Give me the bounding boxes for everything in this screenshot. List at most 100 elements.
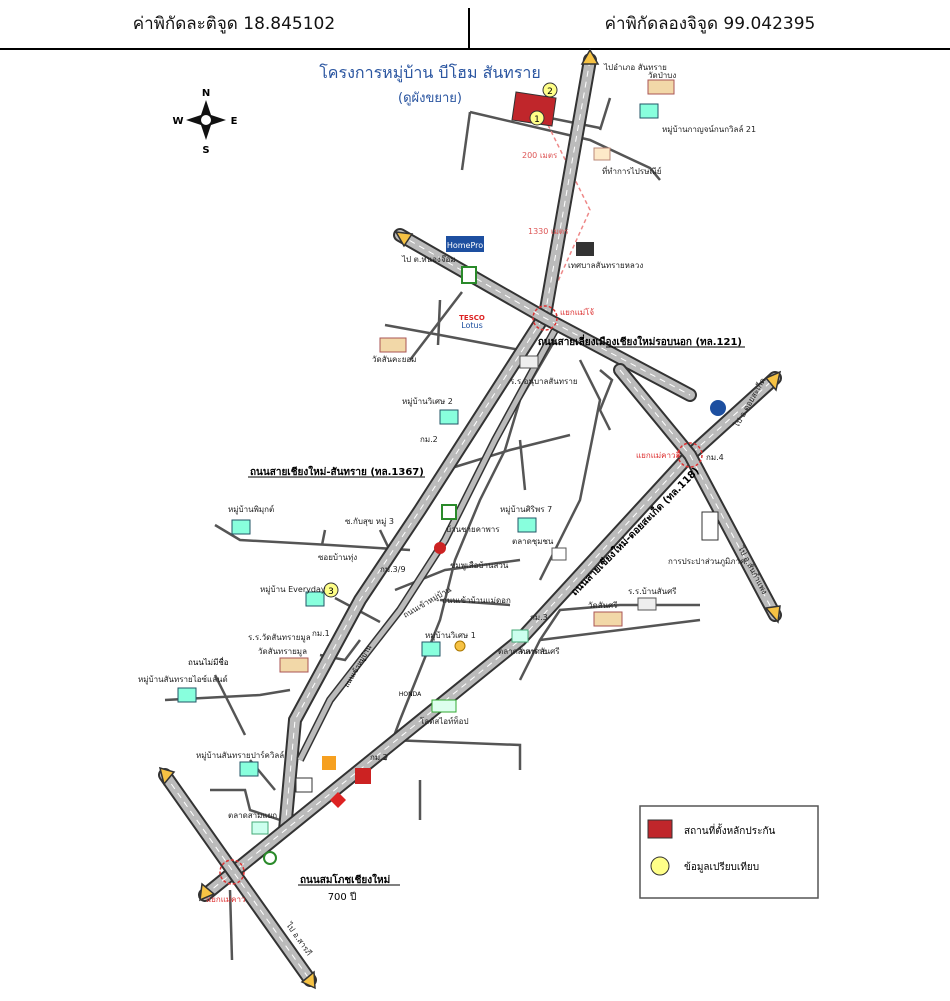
minor-road (439, 598, 511, 607)
svg-text:กม.4: กม.4 (706, 453, 724, 462)
logo-icon (295, 777, 313, 793)
svg-text:หมู่บ้านวิเศษ 1: หมู่บ้านวิเศษ 1 (425, 631, 476, 641)
svg-text:วัดป่าบง: วัดป่าบง (648, 71, 676, 80)
temple-icon (279, 657, 309, 673)
logo-icon (355, 768, 371, 784)
svg-text:บ้านชายคาพาร: บ้านชายคาพาร (446, 525, 500, 534)
minor-road (394, 558, 521, 592)
road-700-label: ถนนสมโภชเชียงใหม่ (300, 873, 390, 886)
market-icon (511, 629, 529, 643)
ptt-icon (710, 400, 726, 416)
road-to-sankamphaeng[interactable] (613, 363, 782, 622)
marker-3[interactable] (323, 582, 339, 598)
road-118-label: ถนนสายเชียงใหม่-ดอยสะเก็ด (ทล.118) (567, 464, 702, 599)
svg-text:HONDA: HONDA (399, 691, 422, 698)
svg-text:กม.1: กม.1 (312, 629, 330, 638)
minor-road (409, 291, 463, 361)
bank-icon (263, 851, 277, 865)
compass-n: N (202, 88, 210, 99)
svg-text:HomePro: HomePro (447, 241, 483, 250)
village-icon (439, 409, 459, 425)
compass-s: S (202, 145, 209, 156)
minor-road (213, 674, 247, 736)
shell-icon (454, 640, 466, 652)
marker-2-label: 2 (547, 87, 553, 97)
village-icon (177, 687, 197, 703)
svg-text:ชมพูเสือบ้านสวน: ชมพูเสือบ้านสวน (450, 561, 509, 571)
svg-text:ไป อ.ดอยสะเก็ด: ไป อ.ดอยสะเก็ด (731, 376, 768, 430)
minor-road (210, 788, 281, 822)
legend-swatch-collateral (647, 819, 673, 839)
market-icon (251, 821, 269, 835)
highway-118[interactable] (198, 371, 782, 902)
svg-text:ตลาดสันทราย: ตลาดสันทราย (498, 647, 547, 656)
legend-item-comparison: ข้อมูลเปรียบเทียบ (684, 861, 759, 873)
svg-text:เทศบาลสันทรายหลวง: เทศบาลสันทรายหลวง (568, 261, 643, 270)
somphot-road[interactable] (158, 768, 317, 987)
arrow-nw-icon (158, 766, 176, 786)
svg-text:กม.3/9: กม.3/9 (380, 565, 406, 574)
water-tower-icon (701, 511, 719, 541)
minor-road (444, 433, 571, 472)
village-icon (231, 519, 251, 535)
svg-text:200 เมตร: 200 เมตร (522, 151, 558, 160)
village-icon (517, 517, 537, 533)
svg-text:หมู่บ้านวิเศษ 2: หมู่บ้านวิเศษ 2 (402, 397, 453, 407)
minor-road (228, 889, 234, 961)
svg-text:ไป อ.สันกำแพง: ไป อ.สันกำแพง (736, 544, 769, 596)
svg-text:ร.ร.อนุบาลสันทราย: ร.ร.อนุบาลสันทราย (510, 377, 578, 386)
svg-text:ไป ต.หนองจ๊อม: ไป ต.หนองจ๊อม (401, 254, 456, 264)
arrow-west-icon (394, 231, 414, 248)
marker-1[interactable] (529, 110, 545, 126)
minor-road (214, 523, 411, 552)
intersection-maejo (532, 305, 558, 331)
svg-text:หมู่บ้านกาญจน์กนกวิลล์ 21: หมู่บ้านกาญจน์กนกวิลล์ 21 (662, 124, 756, 135)
highway-121[interactable] (393, 228, 697, 402)
road-arrows (158, 48, 782, 990)
legend-item-collateral: สถานที่ตั้งหลักประกัน (684, 823, 775, 837)
parallel-road (296, 328, 559, 762)
svg-text:วัดสันคะยอม: วัดสันคะยอม (372, 355, 416, 364)
svg-text:วัดสันศรี: วัดสันศรี (588, 601, 618, 610)
minor-road (389, 738, 522, 770)
arrow-se-icon (764, 605, 781, 624)
arrow-sw-icon (199, 882, 216, 902)
highway-1367[interactable] (278, 53, 597, 837)
village-icon (639, 103, 659, 119)
svg-text:หมู่บ้านศิริพร 7: หมู่บ้านศิริพร 7 (500, 505, 552, 515)
intersection-south (219, 859, 245, 885)
svg-text:แยกแม่โจ้: แยกแม่โจ้ (560, 307, 594, 317)
minor-road (518, 439, 527, 491)
svg-text:หมู่บ้าน Everyday: หมู่บ้าน Everyday (260, 585, 326, 595)
school-icon (551, 547, 567, 561)
coordinate-header: ค่าพิกัดละติจูด 18.845102 ค่าพิกัดลองจิจ… (0, 0, 950, 50)
minor-road (469, 110, 661, 181)
longitude-label: ค่าพิกัดลองจิจูด 99.042395 (604, 14, 816, 34)
homepro-logo (446, 236, 484, 252)
collateral-plot[interactable] (511, 91, 557, 127)
compass-w: W (172, 116, 183, 127)
minor-road (164, 688, 291, 702)
svg-text:ตลาดสันศรี: ตลาดสันศรี (520, 647, 560, 656)
temple-icon (593, 611, 623, 627)
header-divider (468, 8, 470, 48)
village-icon (239, 761, 259, 777)
minor-road (598, 369, 614, 431)
svg-text:TESCO: TESCO (459, 314, 485, 322)
suzuki-logo-icon (330, 792, 346, 808)
marker-2[interactable] (542, 82, 558, 98)
village-icon (421, 641, 441, 657)
compass-e: E (231, 116, 238, 127)
mail-icon (593, 147, 611, 161)
seven-eleven-icon (441, 504, 457, 520)
svg-text:ที่ทำการไปรษณีย์: ที่ทำการไปรษณีย์ (602, 165, 661, 176)
svg-text:วัดสันทรายมูล: วัดสันทรายมูล (258, 647, 307, 657)
svg-text:ถนนเข้าบ้านแม่ดอก: ถนนเข้าบ้านแม่ดอก (442, 596, 511, 605)
road-1367-label: ถนนสายเชียงใหม่-สันทราย (ทล.1367) (250, 465, 424, 478)
svg-text:แยกแม่คาว: แยกแม่คาว (206, 895, 245, 904)
arrow-ne-icon (764, 370, 782, 392)
minor-road (538, 359, 602, 581)
village-road-label: ถนนเข้าหมู่บ้าน (343, 644, 374, 689)
svg-text:แยกแม่คาวสี่: แยกแม่คาวสี่ (636, 449, 680, 460)
